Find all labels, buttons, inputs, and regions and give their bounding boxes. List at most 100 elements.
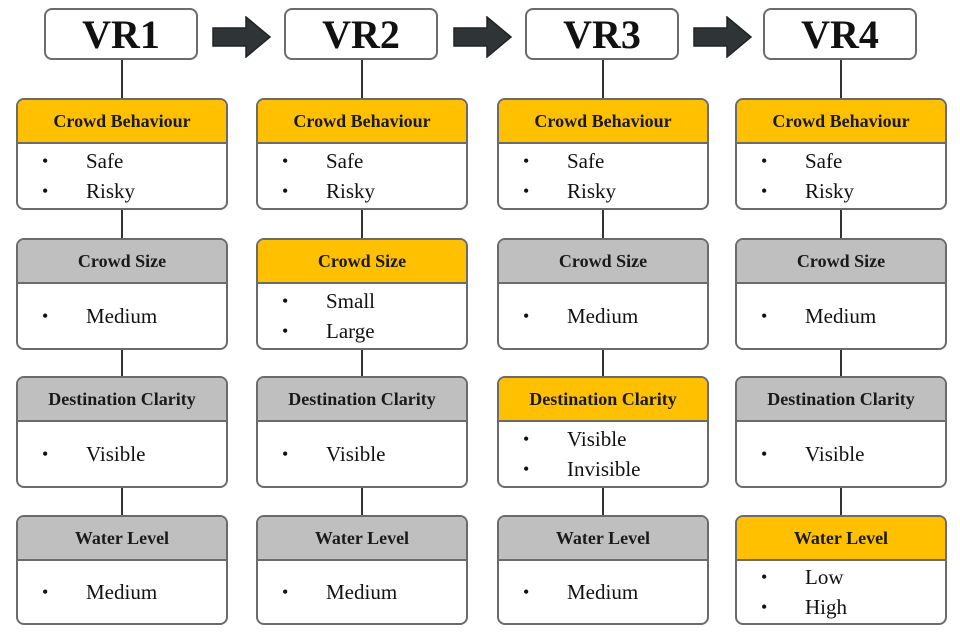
right-arrow-icon: [212, 16, 272, 58]
bullet-icon: •: [42, 582, 49, 602]
attribute-card: Destination Clarity •Visible: [735, 376, 947, 488]
attribute-card: Crowd Behaviour•Safe•Risky: [16, 98, 228, 210]
attribute-card: Water Level • Medium: [497, 515, 709, 625]
card-body: •Safe•Risky: [18, 144, 226, 208]
bullet-icon: •: [761, 151, 768, 171]
connector-line: [121, 350, 123, 376]
list-item: •Medium: [523, 301, 707, 331]
card-body: •Medium: [18, 561, 226, 623]
card-body: • Medium: [258, 561, 466, 623]
attribute-card: Crowd Size•Medium: [735, 238, 947, 350]
card-body: •Low•High: [737, 561, 945, 623]
card-body: • Visible: [258, 422, 466, 486]
card-header: Destination Clarity: [737, 378, 945, 422]
list-item: •Visible: [761, 439, 945, 469]
list-item: •Visible: [523, 424, 707, 454]
item-label: Invisible: [567, 457, 641, 481]
connector-line: [121, 60, 123, 98]
list-item: •Safe: [523, 146, 707, 176]
vr-title: VR2: [284, 8, 438, 60]
card-header: Water Level: [499, 517, 707, 561]
list-item: •Small: [282, 286, 466, 316]
card-body: •Visible•Invisible: [499, 422, 707, 486]
bullet-icon: •: [282, 151, 289, 171]
item-label: Risky: [326, 179, 376, 203]
card-header: Crowd Behaviour: [737, 100, 945, 144]
item-label: Visible: [326, 442, 386, 466]
card-header: Crowd Size: [258, 240, 466, 284]
bullet-icon: •: [523, 582, 530, 602]
card-body: •Safe•Risky: [499, 144, 707, 208]
bullet-icon: •: [282, 291, 289, 311]
bullet-icon: •: [42, 151, 49, 171]
bullet-icon: •: [282, 444, 289, 464]
list-item: •Medium: [42, 577, 226, 607]
connector-line: [602, 60, 604, 98]
bullet-icon: •: [761, 181, 768, 201]
bullet-icon: •: [42, 306, 49, 326]
card-body: •Medium: [499, 284, 707, 348]
connector-line: [602, 210, 604, 238]
attribute-card: Destination Clarity•Visible: [16, 376, 228, 488]
list-item: • Visible: [282, 439, 466, 469]
card-header: Crowd Size: [737, 240, 945, 284]
connector-line: [840, 488, 842, 515]
list-item: •Safe: [42, 146, 226, 176]
attribute-card: Water Level•Low•High: [735, 515, 947, 625]
vr-title: VR1: [44, 8, 198, 60]
card-body: •Visible: [737, 422, 945, 486]
bullet-icon: •: [523, 459, 530, 479]
item-label: Medium: [805, 304, 877, 328]
card-body: • Medium: [18, 284, 226, 348]
list-item: •Risky: [42, 176, 226, 206]
item-label: Medium: [86, 304, 158, 328]
attribute-card: Water Level •Medium: [16, 515, 228, 625]
item-label: Risky: [86, 179, 136, 203]
card-header: Water Level: [18, 517, 226, 561]
item-label: Visible: [86, 442, 146, 466]
card-body: • Visible: [18, 422, 226, 486]
bullet-icon: •: [42, 444, 49, 464]
list-item: •Large: [282, 316, 466, 346]
card-header: Crowd Size: [499, 240, 707, 284]
list-item: • Safe: [761, 146, 945, 176]
vr-title: VR3: [525, 8, 679, 60]
connector-line: [121, 210, 123, 238]
attribute-card: Destination Clarity•Visible: [256, 376, 468, 488]
bullet-icon: •: [523, 429, 530, 449]
card-header: Crowd Behaviour: [18, 100, 226, 144]
connector-line: [840, 350, 842, 376]
connector-line: [840, 210, 842, 238]
list-item: • Visible: [42, 439, 226, 469]
item-label: Medium: [567, 580, 639, 604]
attribute-card: Destination Clarity•Visible•Invisible: [497, 376, 709, 488]
item-label: Medium: [567, 304, 639, 328]
list-item: • Medium: [523, 577, 707, 607]
card-body: •Medium: [737, 284, 945, 348]
item-label: Safe: [567, 149, 605, 173]
list-item: • Risky: [282, 176, 466, 206]
item-label: Safe: [805, 149, 843, 173]
item-label: High: [805, 595, 847, 619]
card-header: Crowd Behaviour: [499, 100, 707, 144]
item-label: Medium: [326, 580, 398, 604]
attribute-card: Crowd Size•Small•Large: [256, 238, 468, 350]
bullet-icon: •: [282, 321, 289, 341]
card-body: •Small•Large: [258, 284, 466, 348]
bullet-icon: •: [282, 582, 289, 602]
connector-line: [602, 350, 604, 376]
bullet-icon: •: [282, 181, 289, 201]
attribute-card: Crowd Behaviour•Safe•Risky: [735, 98, 947, 210]
connector-line: [361, 350, 363, 376]
connector-line: [121, 488, 123, 515]
card-body: •Safe•Risky: [258, 144, 466, 208]
list-item: •Risky: [523, 176, 707, 206]
list-item: •Safe: [282, 146, 466, 176]
right-arrow-icon: [693, 16, 753, 58]
item-label: Risky: [567, 179, 617, 203]
card-header: Water Level: [258, 517, 466, 561]
